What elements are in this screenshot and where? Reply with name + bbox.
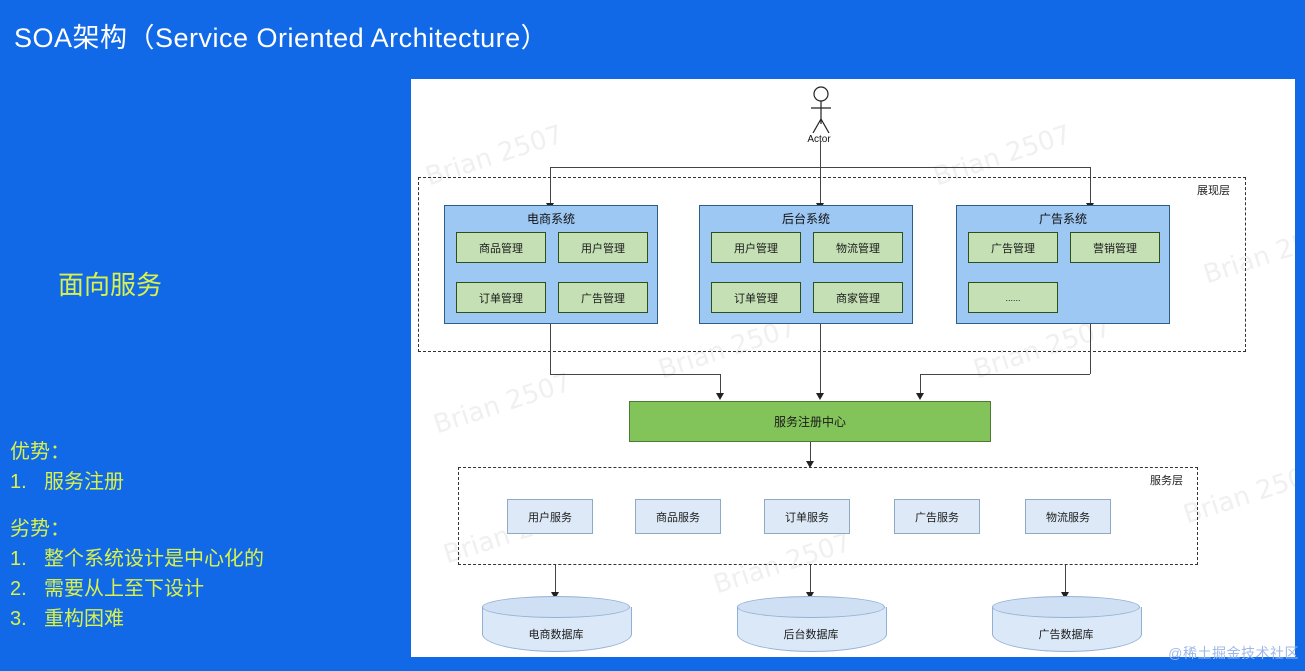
list-item: 2. 需要从上至下设计 — [10, 574, 264, 604]
system-title: 电商系统 — [526, 212, 575, 226]
module-box[interactable]: 广告管理 — [968, 232, 1058, 263]
pros-cons-list: 优势： 1.服务注册 劣势： 1.整个系统设计是中心化的 2.需要从上至下设计 … — [10, 437, 264, 634]
database-cylinder[interactable]: 广告数据库 — [992, 596, 1142, 654]
connector-sys3-elbow — [920, 374, 1090, 375]
service-layer-container — [458, 467, 1198, 565]
presentation-layer-container — [418, 177, 1246, 352]
connector-sys3-down — [1090, 324, 1091, 374]
list-item-number: 2. — [10, 578, 27, 600]
connector-sys1-elbow — [550, 374, 720, 375]
list-item-number: 1. — [10, 471, 27, 493]
system-title: 广告系统 — [1038, 212, 1087, 226]
system-box-ecommerce[interactable]: 电商系统 商品管理 用户管理 订单管理 广告管理 — [444, 205, 658, 324]
site-watermark: @稀土掘金技术社区 — [1168, 645, 1299, 661]
arrowhead-icon — [806, 461, 814, 468]
service-box[interactable]: 物流服务 — [1025, 499, 1111, 534]
connector-actor-to-sys2 — [820, 167, 821, 205]
pros-heading: 优势： — [10, 441, 70, 463]
actor-icon — [811, 86, 831, 134]
list-item-label: 重构困难 — [44, 608, 124, 630]
connector-registry-down — [810, 442, 811, 464]
module-box[interactable]: 物流管理 — [813, 232, 903, 263]
system-title: 后台系统 — [781, 212, 830, 226]
module-box[interactable]: 商家管理 — [813, 282, 903, 313]
database-top — [482, 596, 630, 618]
database-cylinder[interactable]: 后台数据库 — [737, 596, 887, 654]
connector-actor-trunk — [820, 141, 821, 167]
service-box[interactable]: 广告服务 — [894, 499, 980, 534]
module-box[interactable]: 订单管理 — [711, 282, 801, 313]
database-label: 后台数据库 — [783, 629, 839, 641]
service-layer-label: 服务层 — [1150, 475, 1183, 487]
spacer — [10, 497, 264, 514]
list-item-label: 需要从上至下设计 — [44, 578, 204, 600]
module-box[interactable]: 营销管理 — [1070, 232, 1160, 263]
list-item: 1. 整个系统设计是中心化的 — [10, 544, 264, 574]
database-label: 广告数据库 — [1038, 629, 1094, 641]
database-cylinder[interactable]: 电商数据库 — [482, 596, 632, 654]
actor-label: Actor — [807, 134, 831, 145]
module-box[interactable]: 商品管理 — [456, 232, 546, 263]
connector-sys3-drop — [920, 374, 921, 396]
connector-sys1-drop — [720, 374, 721, 396]
module-box[interactable]: 用户管理 — [558, 232, 648, 263]
database-top — [737, 596, 885, 618]
database-label: 电商数据库 — [528, 629, 584, 641]
presentation-layer-label: 展现层 — [1197, 185, 1230, 197]
service-box[interactable]: 用户服务 — [507, 499, 593, 534]
arrowhead-icon — [716, 393, 724, 400]
service-box[interactable]: 商品服务 — [635, 499, 721, 534]
connector-actor-to-sys1 — [550, 167, 551, 205]
cons-heading: 劣势： — [10, 518, 70, 540]
service-registry-box[interactable]: 服务注册中心 — [629, 401, 991, 442]
actor: Actor — [807, 86, 833, 148]
page-title: SOA架构（Service Oriented Architecture） — [14, 23, 549, 53]
connector-sys1-down — [550, 324, 551, 374]
arrowhead-icon — [916, 393, 924, 400]
module-box[interactable]: ...... — [968, 282, 1058, 313]
connector-svc-to-db2 — [810, 565, 811, 595]
system-box-backoffice[interactable]: 后台系统 用户管理 物流管理 订单管理 商家管理 — [699, 205, 913, 324]
list-item: 3. 重构困难 — [10, 604, 264, 634]
arrowhead-icon — [816, 393, 824, 400]
connector-svc-to-db3 — [1065, 565, 1066, 595]
list-item: 1. 服务注册 — [10, 467, 264, 497]
list-item-label: 服务注册 — [44, 471, 124, 493]
module-box[interactable]: 用户管理 — [711, 232, 801, 263]
background-watermark: Brian 2507 — [429, 367, 575, 441]
list-item-number: 3. — [10, 608, 27, 630]
list-item-number: 1. — [10, 548, 27, 570]
architecture-diagram: Brian 2507 Brian 2507 Brian 2507 Brian 2… — [411, 79, 1295, 657]
module-box[interactable]: 广告管理 — [558, 282, 648, 313]
list-item-label: 整个系统设计是中心化的 — [44, 548, 264, 570]
database-top — [992, 596, 1140, 618]
system-box-advertising[interactable]: 广告系统 广告管理 营销管理 ...... — [956, 205, 1170, 324]
connector-svc-to-db1 — [555, 565, 556, 595]
connector-sys2-down — [820, 324, 821, 396]
slide-subtitle: 面向服务 — [58, 270, 163, 300]
connector-actor-to-sys3 — [1090, 167, 1091, 205]
module-box[interactable]: 订单管理 — [456, 282, 546, 313]
service-box[interactable]: 订单服务 — [764, 499, 850, 534]
